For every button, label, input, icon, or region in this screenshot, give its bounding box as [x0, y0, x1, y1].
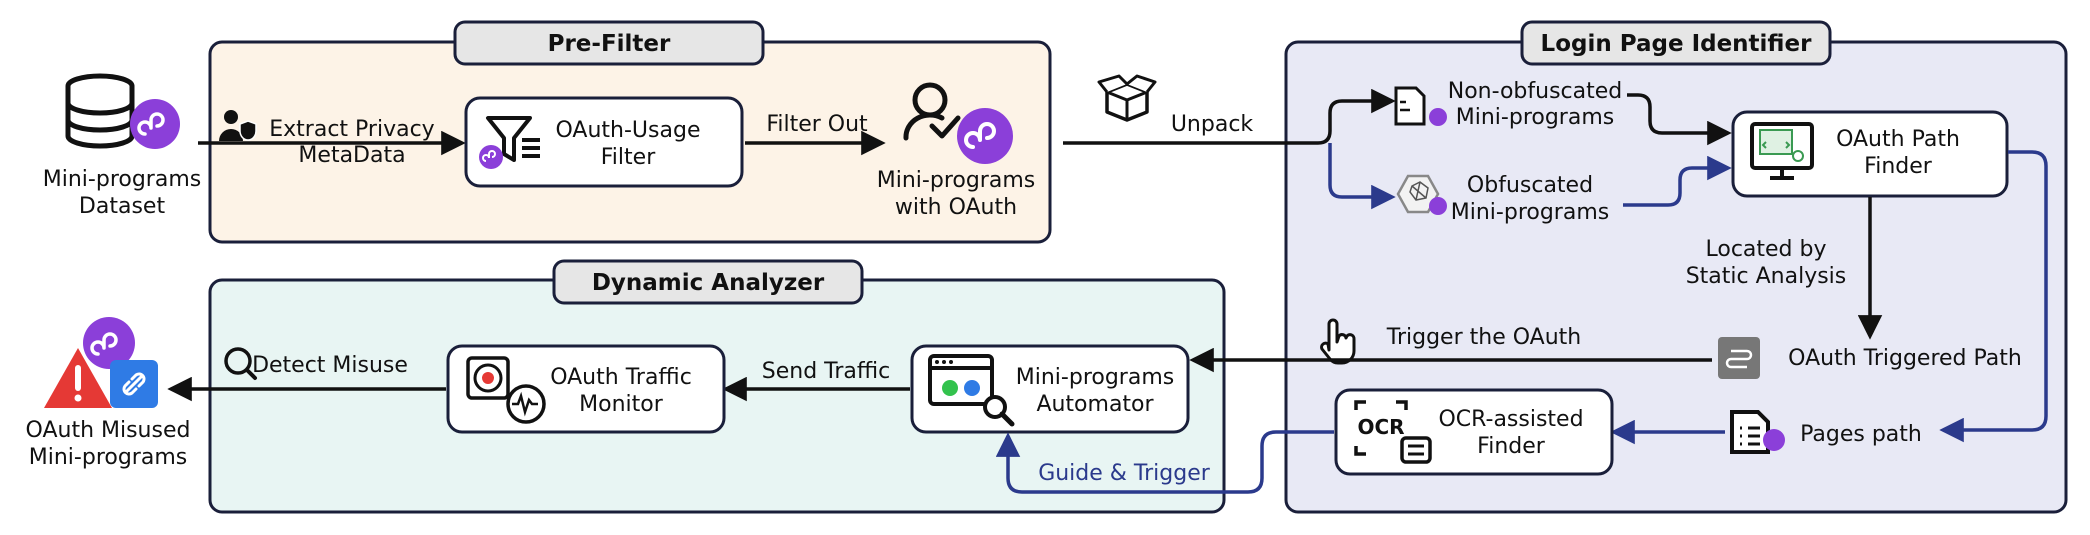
- automator-label-1: Mini-programs: [1016, 365, 1174, 390]
- non-obf-label-1: Non-obfuscated: [1448, 79, 1623, 104]
- oauth-filter-label-2: Filter: [601, 145, 656, 170]
- mp-oauth-label-2: with OAuth: [895, 195, 1017, 220]
- dataset-label-2: Dataset: [79, 194, 166, 219]
- dataset-label-1: Mini-programs: [43, 167, 201, 192]
- pages-path-label: Pages path: [1800, 422, 1922, 447]
- misused-label-1: OAuth Misused: [26, 418, 191, 443]
- arrow-obf-to-finder: [1623, 155, 1732, 207]
- traffic-monitor-icon: [466, 356, 546, 424]
- mp-oauth-label-1: Mini-programs: [877, 168, 1035, 193]
- login-identifier-title: Login Page Identifier: [1541, 31, 1813, 57]
- app-window-icon: [928, 354, 1015, 427]
- extract-label-1: Extract Privacy: [269, 117, 434, 142]
- login-identifier-title-tab: [1520, 20, 1832, 66]
- user-shield-icon: [219, 110, 257, 141]
- traffic-monitor-label-1: OAuth Traffic: [550, 365, 692, 390]
- misused-label-2: Mini-programs: [29, 445, 187, 470]
- prefilter-title-tab: [453, 20, 765, 66]
- path-finder-label-1: OAuth Path: [1836, 127, 1960, 152]
- path-finder-label-2: Finder: [1864, 154, 1933, 179]
- funnel-list-icon: [479, 116, 540, 169]
- miniprogram-icon: [83, 317, 135, 369]
- user-check-icon: [903, 82, 961, 141]
- oauth-filter-box: [464, 96, 744, 188]
- ocr-finder-label-1: OCR-assisted: [1438, 407, 1583, 432]
- miniprogram-icon: [130, 99, 180, 149]
- automator-label-2: Automator: [1036, 392, 1154, 417]
- ocr-finder-label-2: Finder: [1477, 434, 1546, 459]
- svg-text:OCR: OCR: [1357, 415, 1404, 439]
- arrow-guide-trigger: [995, 430, 1334, 494]
- arrow-finder-to-pages: [1939, 150, 2048, 443]
- arrow-non-obf-to-finder: [1627, 93, 1732, 146]
- monitor-code-icon: [1750, 122, 1814, 180]
- dynamic-analyzer-title: Dynamic Analyzer: [592, 270, 825, 296]
- file-list-icon: [1730, 410, 1785, 454]
- document-icon: [1394, 86, 1447, 126]
- link-icon: [110, 360, 158, 408]
- oauth-filter-label-1: OAuth-Usage: [556, 118, 701, 143]
- touch-icon: [1320, 318, 1356, 365]
- obf-label-1: Obfuscated: [1467, 173, 1593, 198]
- non-obf-label-2: Mini-programs: [1456, 105, 1614, 130]
- unpack-label: Unpack: [1171, 112, 1254, 137]
- traffic-monitor-label-2: Monitor: [579, 392, 664, 417]
- web-graph-icon: [1396, 174, 1447, 215]
- open-box-icon: [1097, 74, 1157, 122]
- located-label-1: Located by: [1705, 237, 1826, 262]
- located-label-2: Static Analysis: [1686, 264, 1847, 289]
- extract-label-2: MetaData: [298, 143, 405, 168]
- database-icon: [65, 73, 135, 149]
- dynamic-analyzer-title-tab: [552, 259, 864, 305]
- prefilter-title: Pre-Filter: [548, 31, 671, 57]
- send-traffic-label: Send Traffic: [762, 359, 891, 384]
- ocr-scan-icon: OCR: [1354, 400, 1432, 464]
- arrow-unpack-obf: [1328, 143, 1396, 210]
- filter-out-label: Filter Out: [766, 112, 868, 137]
- detect-misuse-label: Detect Misuse: [252, 353, 408, 378]
- obf-label-2: Mini-programs: [1451, 200, 1609, 225]
- triggered-path-label: OAuth Triggered Path: [1788, 346, 2022, 371]
- warning-icon: [44, 348, 112, 408]
- miniprogram-icon: [957, 108, 1013, 164]
- trigger-oauth-label: Trigger the OAuth: [1386, 325, 1581, 350]
- guide-trigger-label: Guide & Trigger: [1038, 461, 1211, 486]
- route-icon: [1718, 337, 1760, 379]
- arrow-unpack: [1063, 88, 1396, 145]
- magnifier-icon: [224, 347, 257, 380]
